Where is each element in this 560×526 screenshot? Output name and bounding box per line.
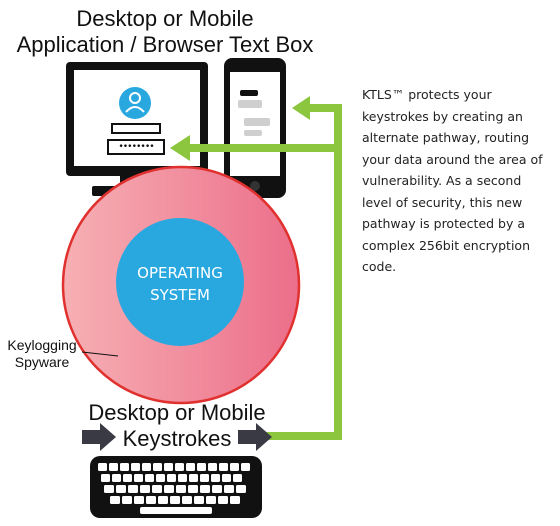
keyboard-key bbox=[109, 463, 118, 471]
keyboard-key bbox=[176, 485, 186, 493]
keylogging-spyware-label: Keylogging Spyware bbox=[2, 337, 82, 371]
keyboard-key bbox=[145, 474, 154, 482]
keyboard-key bbox=[200, 474, 209, 482]
keyboard-key bbox=[170, 496, 180, 504]
keyboard-key bbox=[230, 496, 240, 504]
keyboard-key bbox=[110, 496, 120, 504]
arrow-right-icon bbox=[238, 423, 272, 451]
keyboard-key bbox=[120, 463, 129, 471]
keyboard-key bbox=[164, 463, 173, 471]
keyboard-key bbox=[104, 485, 114, 493]
bottom-keystrokes-label: Keystrokes bbox=[112, 426, 242, 452]
keyboard-key bbox=[152, 485, 162, 493]
top-device-label: Desktop or Mobile Application / Browser … bbox=[0, 6, 330, 58]
keyboard-key bbox=[208, 463, 217, 471]
keyboard-key bbox=[182, 496, 192, 504]
keyboard-key bbox=[188, 485, 198, 493]
operating-system-label: OPERATING SYSTEM bbox=[114, 262, 246, 306]
keyboard-key bbox=[230, 463, 239, 471]
keyboard-key bbox=[122, 496, 132, 504]
keyboard-key bbox=[241, 463, 250, 471]
keyboard-key bbox=[200, 485, 210, 493]
keyboard-key bbox=[218, 496, 228, 504]
keyboard-key bbox=[134, 496, 144, 504]
arrow-right-icon bbox=[82, 423, 116, 451]
os-label-line-2: SYSTEM bbox=[150, 286, 210, 304]
spyware-label-line-2: Spyware bbox=[14, 354, 70, 370]
keyboard-key bbox=[134, 474, 143, 482]
keyboard-key bbox=[219, 463, 228, 471]
spyware-leader-line bbox=[81, 351, 119, 357]
keyboard-key bbox=[156, 474, 165, 482]
spyware-label-line-1: Keylogging bbox=[7, 337, 77, 353]
keyboard-spacebar bbox=[140, 507, 212, 514]
keyboard-key bbox=[140, 485, 150, 493]
keyboard-key bbox=[131, 463, 140, 471]
keyboard-key bbox=[167, 474, 176, 482]
keyboard-key bbox=[212, 485, 222, 493]
keyboard-key bbox=[206, 496, 216, 504]
os-label-line-1: OPERATING bbox=[137, 264, 223, 282]
keyboard-key bbox=[112, 474, 121, 482]
keyboard-key bbox=[123, 474, 132, 482]
keyboard-key bbox=[222, 474, 231, 482]
keyboard-key bbox=[211, 474, 220, 482]
keyboard-key bbox=[197, 463, 206, 471]
keyboard-key bbox=[153, 463, 162, 471]
keyboard-key bbox=[189, 474, 198, 482]
bottom-device-label: Desktop or Mobile bbox=[12, 400, 342, 426]
keyboard-key bbox=[164, 485, 174, 493]
smartphone-icon bbox=[224, 58, 286, 198]
operating-system-circle bbox=[116, 218, 244, 346]
keyboard-key bbox=[194, 496, 204, 504]
password-field bbox=[107, 139, 165, 155]
ktls-description: KTLS™ protects your keystrokes by creati… bbox=[362, 87, 543, 274]
keyboard-key bbox=[186, 463, 195, 471]
keyboard-key bbox=[236, 485, 246, 493]
keyboard-key bbox=[178, 474, 187, 482]
bottom-label-line-2: Keystrokes bbox=[122, 426, 232, 451]
pathway-arrowhead-monitor bbox=[170, 135, 190, 161]
password-mask: •••••••• bbox=[118, 142, 154, 152]
keyboard-key bbox=[224, 485, 234, 493]
keyboard-key bbox=[98, 463, 107, 471]
keyboard-icon bbox=[90, 456, 262, 518]
user-avatar-icon bbox=[119, 87, 151, 119]
bottom-label-line-1: Desktop or Mobile bbox=[88, 400, 266, 425]
top-label-line-2: Application / Browser Text Box bbox=[16, 32, 314, 57]
keyboard-key bbox=[116, 485, 126, 493]
keyboard-key bbox=[128, 485, 138, 493]
pathway-arrowhead-phone bbox=[292, 96, 310, 120]
keyboard-key bbox=[142, 463, 151, 471]
keyboard-key bbox=[175, 463, 184, 471]
keyboard-key bbox=[101, 474, 110, 482]
keyboard-key bbox=[233, 474, 242, 482]
keyboard-key bbox=[146, 496, 156, 504]
top-label-line-1: Desktop or Mobile bbox=[76, 6, 254, 31]
ktls-pathway bbox=[186, 104, 342, 440]
keyboard-key bbox=[158, 496, 168, 504]
username-field bbox=[111, 123, 161, 134]
